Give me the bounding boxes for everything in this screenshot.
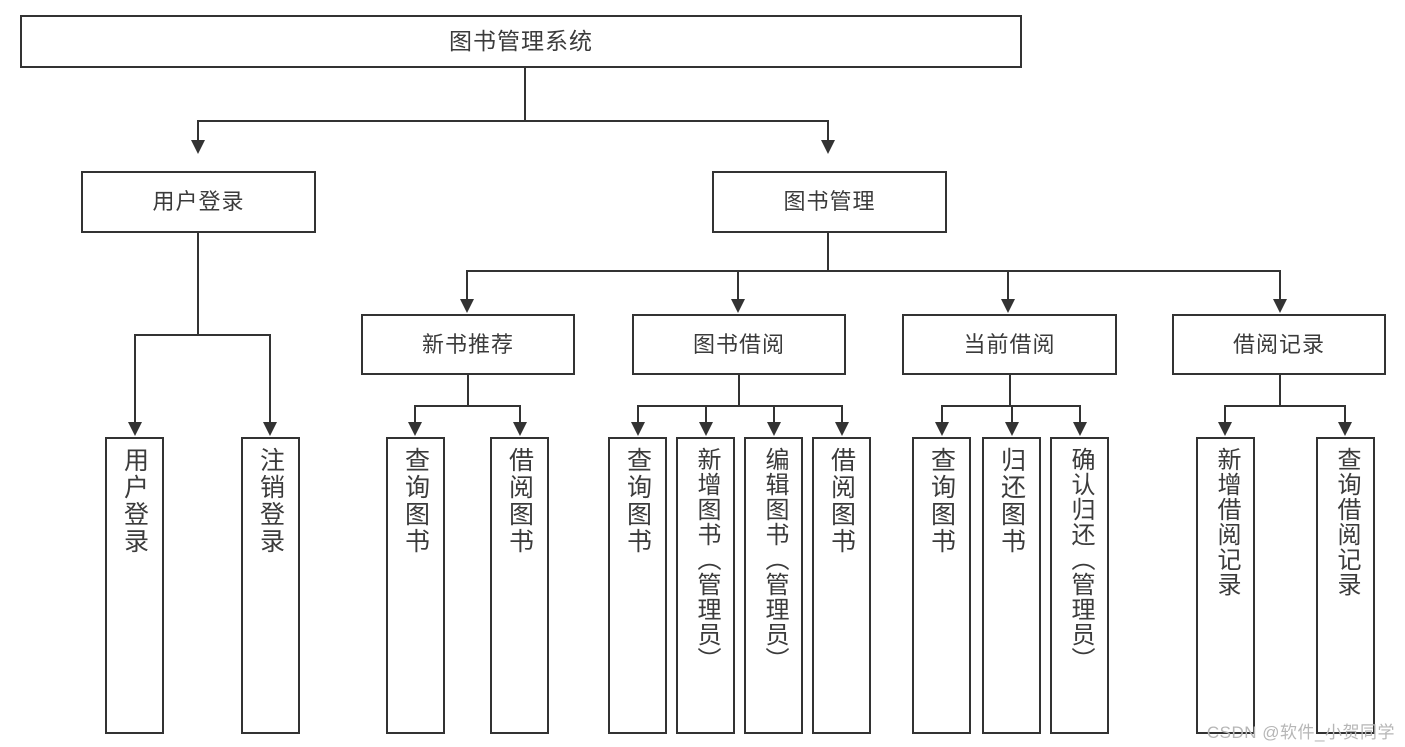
node-new-book-recommend[interactable]: 新书推荐 xyxy=(361,314,575,375)
node-book-management[interactable]: 图书管理 xyxy=(712,171,947,233)
leaf-return-book[interactable]: 归还图书 xyxy=(982,437,1041,734)
node-user-login[interactable]: 用户登录 xyxy=(81,171,316,233)
node-label: 新增借阅记录 xyxy=(1212,447,1240,597)
connector-books-bar xyxy=(466,270,1281,272)
leaf-add-book-admin[interactable]: 新增图书（管理员） xyxy=(676,437,735,734)
connector-current-bar xyxy=(941,405,1080,407)
arrowhead-root-to-books xyxy=(821,140,835,154)
node-label: 查询图书 xyxy=(401,447,430,555)
connector-record-stem xyxy=(1279,375,1281,406)
arrowhead-record-leaf-2 xyxy=(1338,422,1352,436)
leaf-add-borrow-record[interactable]: 新增借阅记录 xyxy=(1196,437,1255,734)
connector-recommend-leaf-1 xyxy=(414,405,416,423)
arrowhead-recommend-leaf-2 xyxy=(513,422,527,436)
connector-borrow-leaf-4 xyxy=(841,405,843,423)
connector-books-stem xyxy=(827,233,829,271)
connector-record-leaf-2 xyxy=(1344,405,1346,423)
arrowhead-login-leaf-2 xyxy=(263,422,277,436)
leaf-edit-book-admin[interactable]: 编辑图书（管理员） xyxy=(744,437,803,734)
connector-borrow-bar xyxy=(637,405,842,407)
connector-books-to-l2-1 xyxy=(466,270,468,300)
connector-books-to-l2-4 xyxy=(1279,270,1281,300)
arrowhead-borrow-leaf-2 xyxy=(699,422,713,436)
connector-recommend-bar xyxy=(414,405,521,407)
connector-books-to-l2-2 xyxy=(737,270,739,300)
arrowhead-borrow-leaf-1 xyxy=(631,422,645,436)
arrowhead-borrow-leaf-4 xyxy=(835,422,849,436)
connector-root-to-login xyxy=(197,120,199,141)
node-label: 当前借阅 xyxy=(963,331,1056,357)
connector-current-leaf-2 xyxy=(1011,405,1013,423)
node-label: 编辑图书（管理员） xyxy=(760,447,788,672)
arrowhead-record-leaf-1 xyxy=(1218,422,1232,436)
leaf-user-login[interactable]: 用户登录 xyxy=(105,437,164,734)
node-borrow-record[interactable]: 借阅记录 xyxy=(1172,314,1386,375)
node-label: 确认归还（管理员） xyxy=(1066,447,1094,672)
node-root-system[interactable]: 图书管理系统 xyxy=(20,15,1022,68)
node-label: 归还图书 xyxy=(997,447,1026,555)
connector-borrow-stem xyxy=(738,375,740,406)
leaf-borrow-book[interactable]: 借阅图书 xyxy=(812,437,871,734)
arrowhead-root-to-login xyxy=(191,140,205,154)
connector-current-stem xyxy=(1009,375,1011,406)
connector-borrow-leaf-3 xyxy=(773,405,775,423)
node-label: 图书管理系统 xyxy=(449,27,593,54)
arrowhead-l2-2 xyxy=(731,299,745,313)
arrowhead-current-leaf-2 xyxy=(1005,422,1019,436)
leaf-query-book-recommend[interactable]: 查询图书 xyxy=(386,437,445,734)
arrowhead-borrow-leaf-3 xyxy=(767,422,781,436)
connector-root-bar xyxy=(197,120,828,122)
arrowhead-recommend-leaf-1 xyxy=(408,422,422,436)
connector-books-to-l2-3 xyxy=(1007,270,1009,300)
node-label: 查询借阅记录 xyxy=(1332,447,1360,597)
leaf-logout[interactable]: 注销登录 xyxy=(241,437,300,734)
node-label: 借阅图书 xyxy=(827,447,856,555)
node-label: 借阅图书 xyxy=(505,447,534,555)
node-label: 图书借阅 xyxy=(692,331,785,357)
node-label: 注销登录 xyxy=(256,447,285,555)
leaf-confirm-return-admin[interactable]: 确认归还（管理员） xyxy=(1050,437,1109,734)
leaf-query-borrow-record[interactable]: 查询借阅记录 xyxy=(1316,437,1375,734)
node-label: 新书推荐 xyxy=(421,331,514,357)
node-label: 借阅记录 xyxy=(1232,331,1325,357)
leaf-borrow-book-recommend[interactable]: 借阅图书 xyxy=(490,437,549,734)
node-label: 图书管理 xyxy=(783,189,876,215)
connector-root-stem xyxy=(524,68,526,121)
connector-current-leaf-1 xyxy=(941,405,943,423)
connector-login-to-leaf-2 xyxy=(269,334,271,423)
arrowhead-current-leaf-3 xyxy=(1073,422,1087,436)
arrowhead-login-leaf-1 xyxy=(128,422,142,436)
leaf-query-book-current[interactable]: 查询图书 xyxy=(912,437,971,734)
connector-recommend-leaf-2 xyxy=(519,405,521,423)
arrowhead-l2-1 xyxy=(460,299,474,313)
node-label: 查询图书 xyxy=(623,447,652,555)
connector-borrow-leaf-2 xyxy=(705,405,707,423)
node-label: 查询图书 xyxy=(927,447,956,555)
connector-login-bar xyxy=(134,334,271,336)
node-label: 用户登录 xyxy=(120,447,149,555)
connector-recommend-stem xyxy=(467,375,469,406)
node-label: 新增图书（管理员） xyxy=(692,447,720,672)
connector-login-stem xyxy=(197,233,199,335)
node-book-borrow[interactable]: 图书借阅 xyxy=(632,314,846,375)
connector-current-leaf-3 xyxy=(1079,405,1081,423)
leaf-query-book-borrow[interactable]: 查询图书 xyxy=(608,437,667,734)
arrowhead-current-leaf-1 xyxy=(935,422,949,436)
arrowhead-l2-3 xyxy=(1001,299,1015,313)
connector-login-to-leaf-1 xyxy=(134,334,136,423)
connector-record-bar xyxy=(1224,405,1346,407)
node-label: 用户登录 xyxy=(152,189,245,215)
connector-borrow-leaf-1 xyxy=(637,405,639,423)
arrowhead-l2-4 xyxy=(1273,299,1287,313)
connector-record-leaf-1 xyxy=(1224,405,1226,423)
connector-root-to-books xyxy=(827,120,829,141)
node-current-borrow[interactable]: 当前借阅 xyxy=(902,314,1117,375)
